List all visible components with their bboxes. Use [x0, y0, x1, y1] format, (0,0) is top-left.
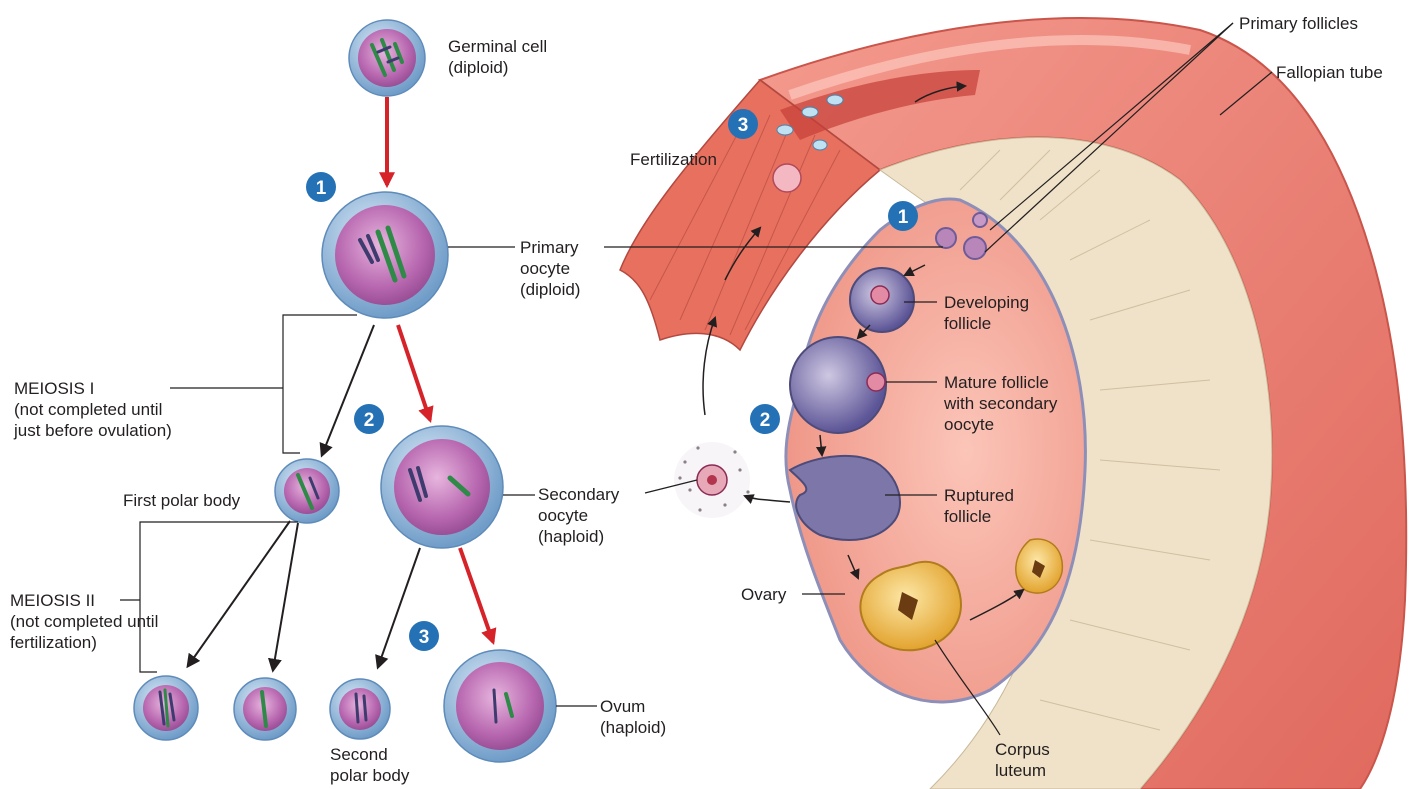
primary-oocyte-label: Primary oocyte (diploid): [520, 238, 583, 299]
primary-oocyte-cell: [322, 192, 448, 318]
svg-text:2: 2: [364, 410, 375, 431]
svg-text:1: 1: [316, 178, 327, 199]
step-badge-3-left: 3: [409, 621, 439, 651]
ovum-cell: [444, 650, 556, 762]
step-badge-2-left: 2: [354, 404, 384, 434]
meiosis-1-label: MEIOSIS I (not completed until just befo…: [13, 379, 172, 440]
fallopian-tube-label: Fallopian tube: [1276, 63, 1383, 82]
secondary-oocyte-cell: [381, 426, 503, 548]
step-badge-1-left: 1: [306, 172, 336, 202]
second-polar-body-label: Second polar body: [330, 745, 410, 785]
step-badge-1-right: 1: [888, 201, 918, 231]
cell-tree: [134, 20, 556, 762]
step-badge-3-right: 3: [728, 109, 758, 139]
polar-body-cell: [234, 678, 296, 740]
step-badge-2-right: 2: [750, 404, 780, 434]
black-arrow: [273, 523, 298, 670]
secondary-oocyte-label: Secondary oocyte (haploid): [538, 485, 624, 546]
primary-follicle: [936, 228, 956, 248]
primary-follicle: [964, 237, 986, 259]
svg-text:3: 3: [419, 627, 430, 648]
first-polar-body-label: First polar body: [123, 491, 241, 510]
second-polar-body-cell: [330, 679, 390, 739]
red-arrow: [398, 325, 430, 420]
svg-text:1: 1: [898, 207, 909, 228]
ovary-label: Ovary: [741, 585, 787, 604]
black-arrow: [378, 548, 420, 667]
svg-text:3: 3: [738, 115, 749, 136]
germinal-cell-label: Germinal cell (diploid): [448, 37, 552, 77]
red-arrow: [460, 548, 493, 642]
black-arrow: [188, 521, 290, 666]
ovum-label: Ovum (haploid): [600, 697, 666, 737]
first-polar-body-cell: [275, 459, 339, 523]
black-arrow: [322, 325, 374, 455]
polar-body-cell: [134, 676, 198, 740]
svg-text:2: 2: [760, 410, 771, 431]
primary-follicles-label: Primary follicles: [1239, 14, 1358, 33]
germinal-cell: [349, 20, 425, 96]
released-oocyte: [674, 442, 750, 518]
fertilization-label: Fertilization: [630, 150, 717, 169]
primary-follicle: [973, 213, 987, 227]
fertilized-egg: [773, 164, 801, 192]
